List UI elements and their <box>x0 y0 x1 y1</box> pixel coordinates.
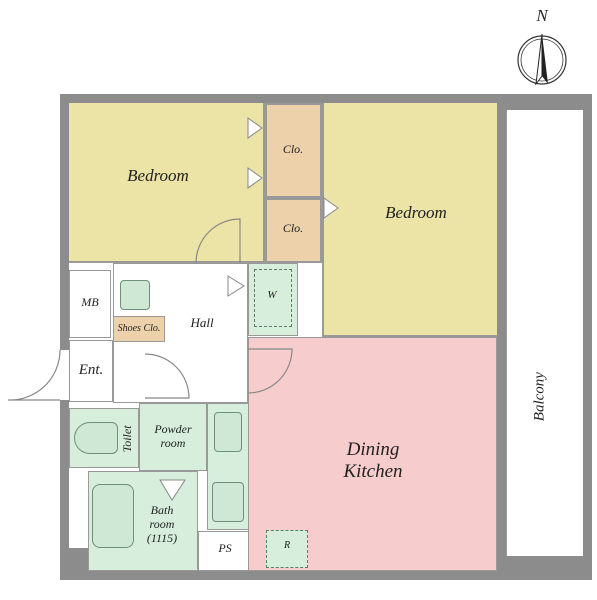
hall-sink <box>120 280 150 310</box>
label-bedroom-left: Bedroom <box>127 166 189 185</box>
label-shoes-closet: Shoes Clo. <box>117 323 161 334</box>
washer-pan <box>254 269 292 327</box>
compass-icon <box>517 33 567 86</box>
label-balcony: Balcony <box>531 372 548 422</box>
label-toilet: Toilet <box>120 425 135 453</box>
label-ps: PS <box>218 541 232 555</box>
wall-balcony-edge <box>583 94 592 580</box>
label-bath-room: Bath room (1115) <box>146 503 178 545</box>
wall-left-lower <box>60 400 69 580</box>
balcony <box>506 110 583 556</box>
pillar-bottom-left <box>60 548 90 580</box>
ps-shaft <box>198 531 250 571</box>
label-refrigerator: R <box>283 540 291 551</box>
label-closet-top: Clo. <box>282 142 304 156</box>
label-washer: W <box>267 289 277 301</box>
closet-top <box>265 103 322 198</box>
label-powder-room: Powder room <box>154 422 192 450</box>
wall-bottom <box>60 571 592 580</box>
label-bedroom-right: Bedroom <box>385 203 447 222</box>
wall-top <box>60 94 592 103</box>
label-mb: MB <box>81 295 99 309</box>
toilet-bowl <box>74 422 118 454</box>
label-dining-kitchen: Dining Kitchen <box>343 439 403 482</box>
shoes-closet <box>113 316 165 342</box>
washer-area <box>248 263 298 336</box>
bedroom-left <box>69 103 265 263</box>
pillar-bottom-right <box>506 556 592 580</box>
compass: N <box>513 6 571 88</box>
powder-sink <box>214 412 242 452</box>
compass-north-label: N <box>536 6 548 25</box>
mb-closet <box>69 270 111 338</box>
bedroom-right <box>322 103 497 337</box>
label-hall: Hall <box>190 315 214 330</box>
label-entrance: Ent. <box>78 362 104 378</box>
stove <box>212 482 244 522</box>
powder-room <box>139 403 207 471</box>
entrance <box>69 340 113 402</box>
pillar-top-right <box>506 94 592 110</box>
bathtub <box>92 484 134 548</box>
label-closet-bottom: Clo. <box>282 221 304 235</box>
closet-bottom <box>265 198 322 263</box>
wall-left-upper <box>60 94 69 350</box>
refrigerator-space <box>266 530 308 568</box>
wall-center-right <box>497 94 506 580</box>
